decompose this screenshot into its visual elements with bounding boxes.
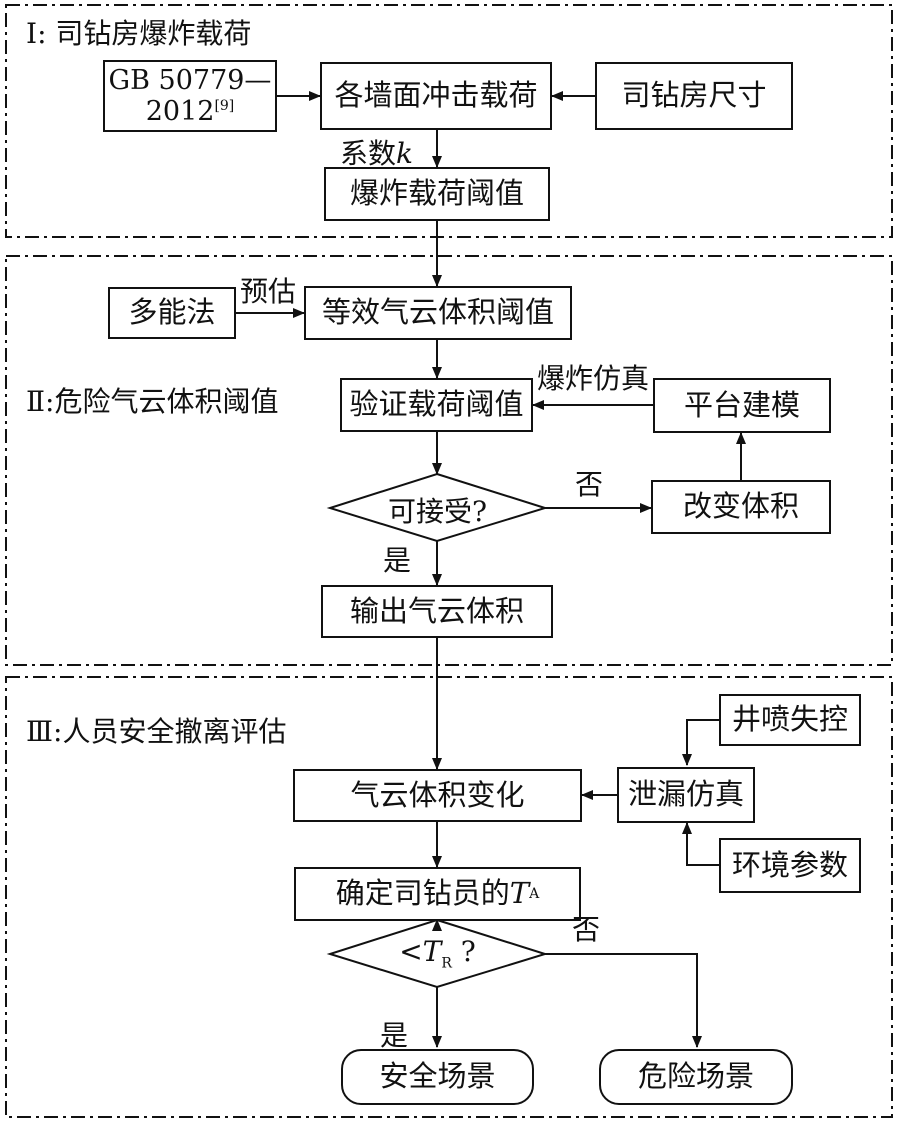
section-2-frame [5, 255, 893, 666]
safe-scenario-node: 安全场景 [341, 1049, 534, 1105]
tr-text: <TR ? [330, 935, 545, 972]
equiv-cloud-node: 等效气云体积阈值 [304, 286, 572, 340]
yes-label-2: 是 [380, 1019, 409, 1052]
section-1-frame [5, 4, 893, 238]
verify-load-node: 验证载荷阈值 [340, 378, 533, 432]
tr-suffix: ? [451, 935, 476, 968]
wall-load-node: 各墙面冲击载荷 [320, 62, 552, 130]
section-2-roman: Ⅱ [26, 385, 46, 418]
acceptable-text: 可接受? [387, 495, 487, 528]
platform-model-node: 平台建模 [653, 378, 831, 433]
gb-ref: [9] [214, 98, 235, 114]
ta-symbol: T [509, 876, 530, 911]
gb-standard-node: GB 50779— 2012[9] [103, 60, 277, 132]
tr-symbol: T [422, 935, 442, 968]
section-3-roman: Ⅲ [26, 715, 54, 748]
output-cloud-node: 输出气云体积 [321, 585, 553, 638]
arrow-diamond-to-danger [545, 953, 702, 1048]
section-1-roman: Ⅰ [26, 17, 38, 50]
no-label-1: 否 [575, 468, 604, 501]
room-size-node: 司钻房尺寸 [595, 62, 793, 130]
leak-sim-node: 泄漏仿真 [617, 767, 755, 823]
section-3-title-text: 人员安全撤离评估 [62, 715, 287, 748]
determine-ta-text: 确定司钻员的 [335, 876, 510, 911]
arrow-env-to-leak [682, 822, 719, 866]
gb-line1: GB 50779— [108, 64, 272, 96]
ta-subscript: A [529, 885, 540, 902]
estimate-label: 预估 [240, 275, 297, 308]
section-1-title-text: 司钻房爆炸载荷 [55, 17, 252, 50]
gb-line2-wrap: 2012[9] [146, 96, 235, 127]
tr-prefix: < [399, 935, 423, 968]
multi-energy-node: 多能法 [108, 287, 236, 339]
env-params-node: 环境参数 [719, 838, 861, 893]
gb-line2: 2012 [145, 96, 215, 127]
yes-label-1: 是 [383, 544, 412, 577]
blast-threshold-node: 爆炸载荷阈值 [324, 167, 550, 221]
danger-scenario-node: 危险场景 [599, 1049, 793, 1105]
no-label-2: 否 [572, 913, 601, 946]
section-2-title-text: 危险气云体积阈值 [54, 385, 279, 418]
coefficient-label: 系数k [340, 132, 413, 172]
coefficient-text: 系数 [340, 137, 397, 170]
section-1-title: Ⅰ: 司钻房爆炸载荷 [26, 17, 252, 50]
section-3-frame [5, 676, 893, 1118]
blast-sim-label: 爆炸仿真 [537, 362, 650, 395]
section-3-title: Ⅲ:人员安全撤离评估 [26, 715, 287, 748]
coefficient-var: k [396, 137, 413, 170]
cloud-change-node: 气云体积变化 [293, 769, 582, 822]
section-2-title: Ⅱ:危险气云体积阈值 [26, 385, 279, 418]
blowout-node: 井喷失控 [719, 694, 861, 746]
change-volume-node: 改变体积 [651, 480, 831, 534]
arrow-blowout-to-leak [682, 719, 719, 766]
tr-subscript: R [441, 955, 452, 972]
